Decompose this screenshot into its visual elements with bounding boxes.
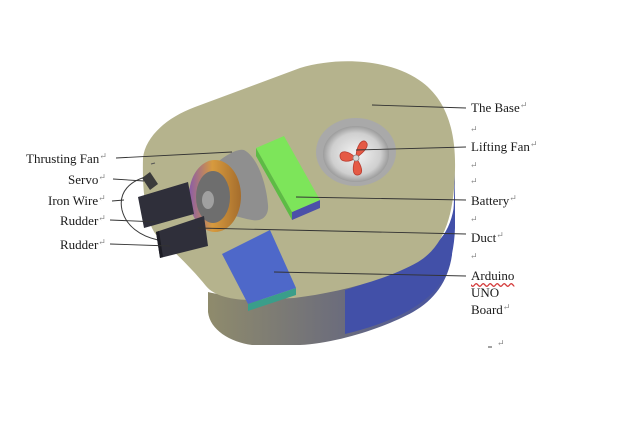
label-servo: Servo↵ <box>68 172 106 187</box>
leader-arduino <box>273 271 467 277</box>
leader-rudder-1 <box>109 219 159 223</box>
label-arduino-line1: Arduino <box>471 268 515 283</box>
arduino-side <box>248 288 296 311</box>
label-lifting-fan: Lifting Fan↵ <box>471 139 538 154</box>
label-arduino-line3: Board↵ <box>471 302 511 317</box>
label-rudder-1: Rudder↵ <box>60 213 106 228</box>
return-mark: ↵ <box>470 176 478 186</box>
return-mark: ↵ <box>470 160 478 170</box>
rudder-lower <box>156 216 208 258</box>
base-side-right <box>345 190 455 334</box>
battery-side <box>292 200 320 220</box>
small-tick-mark <box>150 162 156 165</box>
rudder-lower-edge <box>156 231 163 258</box>
return-mark: ↵ <box>470 251 478 261</box>
battery-top <box>256 136 320 212</box>
leader-rudder-2 <box>109 243 171 247</box>
return-mark: ↵ <box>470 214 478 224</box>
leader-duct <box>197 227 467 235</box>
leader-thrusting-fan <box>115 151 233 159</box>
leader-battery <box>295 196 467 201</box>
leader-lifting-fan <box>355 146 467 151</box>
label-rudder-2: Rudder↵ <box>60 237 106 252</box>
label-battery: Battery↵ <box>471 193 517 208</box>
label-iron-wire: Iron Wire↵ <box>48 193 106 208</box>
iron-wire <box>120 175 159 241</box>
return-mark: ↵ <box>497 338 505 348</box>
label-duct: Duct↵ <box>471 230 504 245</box>
duct-hub <box>202 191 214 209</box>
label-the-base: The Base↵ <box>471 100 528 115</box>
leader-servo <box>112 178 145 182</box>
label-thrusting-fan: Thrusting Fan↵ <box>26 151 107 166</box>
leader-the-base <box>371 104 467 109</box>
leader-iron-wire <box>111 199 125 202</box>
return-mark: ↵ <box>470 124 478 134</box>
arduino-top <box>222 230 296 304</box>
label-arduino-line2: UNO <box>471 285 500 300</box>
rudder-upper <box>138 182 194 228</box>
battery-front <box>256 148 292 220</box>
